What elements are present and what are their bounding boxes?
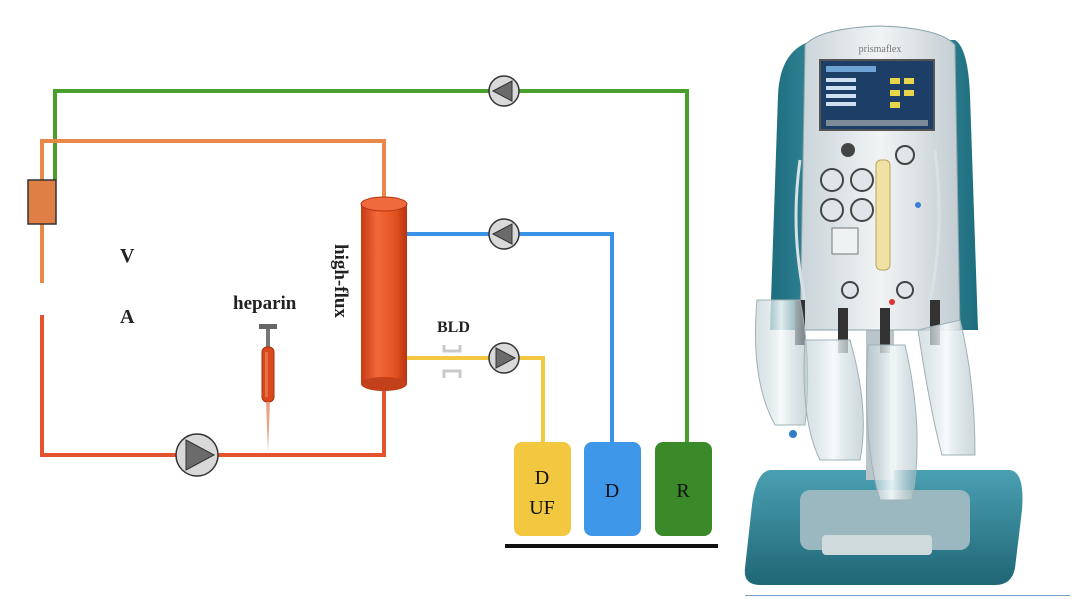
effluent-pump-icon <box>488 342 520 374</box>
bottom-rule <box>745 595 1070 596</box>
replacement-pump-icon <box>488 75 520 107</box>
hemofilter <box>360 196 408 391</box>
air-trap-chamber <box>27 179 57 225</box>
heparin-syringe-icon <box>259 324 277 452</box>
replacement-line <box>53 89 689 442</box>
bag-dialysate-uf-line2: UF <box>529 497 555 519</box>
label-bld: BLD <box>437 319 470 336</box>
blood-pump-icon <box>175 433 219 477</box>
label-venous: V <box>120 245 135 267</box>
bag-dialysate: D <box>584 442 641 536</box>
bag-dialysate-uf-line1: D <box>535 467 549 489</box>
scale-baseline <box>505 544 718 548</box>
label-arterial: A <box>120 306 135 328</box>
device-brand: prismaflex <box>859 44 902 55</box>
crrt-machine-icon: prismaflex <box>744 25 1023 585</box>
dialysate-line <box>407 232 614 442</box>
bag-dialysate-label: D <box>605 480 619 502</box>
blood-leak-detector-icon <box>442 345 462 378</box>
bag-replacement-label: R <box>676 480 690 502</box>
bag-replacement: R <box>655 442 712 536</box>
dialysate-pump-icon <box>488 218 520 250</box>
label-filter: high-flux <box>330 244 351 318</box>
effluent-line <box>407 356 545 442</box>
label-heparin: heparin <box>233 293 297 314</box>
bag-dialysate-uf: D UF <box>514 442 571 536</box>
arterial-line <box>40 315 386 457</box>
